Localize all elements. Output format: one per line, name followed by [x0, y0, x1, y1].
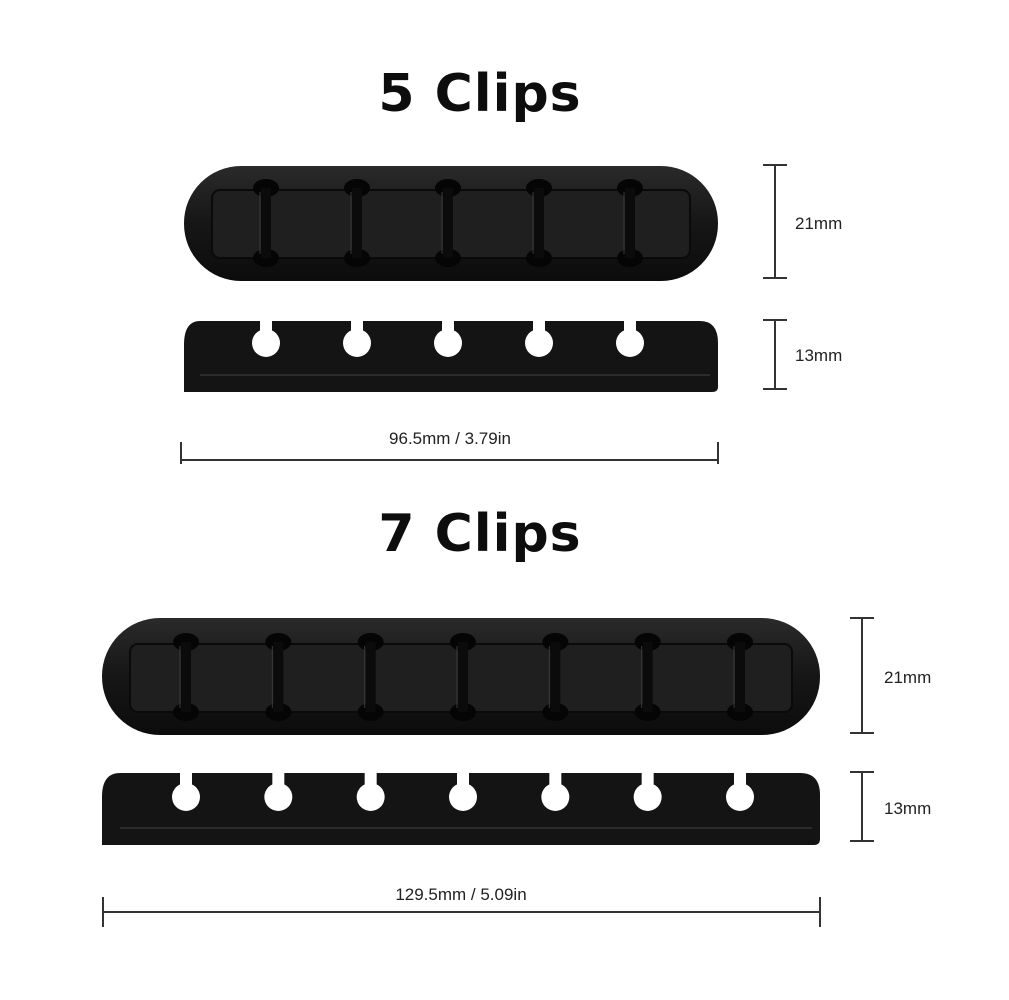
clip-slot	[265, 633, 292, 721]
height-dimension-line-13mm	[763, 319, 787, 390]
clip-slot	[727, 633, 753, 721]
cable-hole	[449, 767, 477, 811]
cable-hole	[726, 767, 754, 811]
cable-hole	[356, 767, 385, 811]
clip-slot	[450, 633, 476, 721]
section-title-5-clips: 5 Clips	[378, 64, 582, 124]
clip-slot	[435, 179, 461, 267]
clip-holder-5-side-svg	[184, 315, 718, 392]
cable-hole	[172, 767, 200, 811]
cable-holes	[172, 767, 754, 811]
clip-slot	[526, 179, 552, 267]
height-label-13mm: 13mm	[884, 799, 932, 818]
cable-hole	[434, 315, 462, 357]
cable-hole	[264, 767, 293, 811]
cable-hole	[541, 767, 570, 811]
clip-slot	[634, 633, 661, 721]
clip-slot	[357, 633, 384, 721]
length-dimension-line	[180, 442, 719, 464]
cable-hole	[616, 315, 644, 357]
clip-holder-7-top-svg	[102, 618, 820, 735]
height-label-13mm: 13mm	[795, 346, 843, 365]
clip-holder-7-side-view	[0, 767, 1009, 849]
cable-hole	[633, 767, 662, 811]
clip-holder-7-top-view	[0, 602, 1009, 742]
height-dimension-line-21mm	[850, 617, 874, 734]
clip-slots	[253, 179, 643, 267]
clip-slot	[542, 633, 569, 721]
clip-holder-5-side-view	[0, 315, 1009, 397]
section-title-7-clips: 7 Clips	[378, 504, 582, 564]
height-dimension-line-21mm	[763, 164, 787, 279]
clip-holder-5-top-svg	[184, 166, 718, 281]
clip-slots	[173, 633, 753, 721]
cable-holes	[252, 315, 644, 357]
cable-hole	[525, 315, 553, 357]
clip-holder-5-top-view	[0, 150, 1009, 290]
clip-holder-7-side-svg	[102, 767, 820, 845]
clip-slot	[253, 179, 279, 267]
clip-slot	[344, 179, 370, 267]
clip-slot	[617, 179, 643, 267]
length-label: 129.5mm / 5.09in	[395, 885, 527, 904]
height-label-21mm: 21mm	[884, 668, 932, 687]
height-label-21mm: 21mm	[795, 214, 843, 233]
length-label: 96.5mm / 3.79in	[389, 429, 511, 448]
cable-hole	[343, 315, 371, 357]
clip-slot	[173, 633, 199, 721]
length-dimension-line	[102, 897, 821, 927]
cable-hole	[252, 315, 280, 357]
height-dimension-line-13mm	[850, 771, 874, 842]
